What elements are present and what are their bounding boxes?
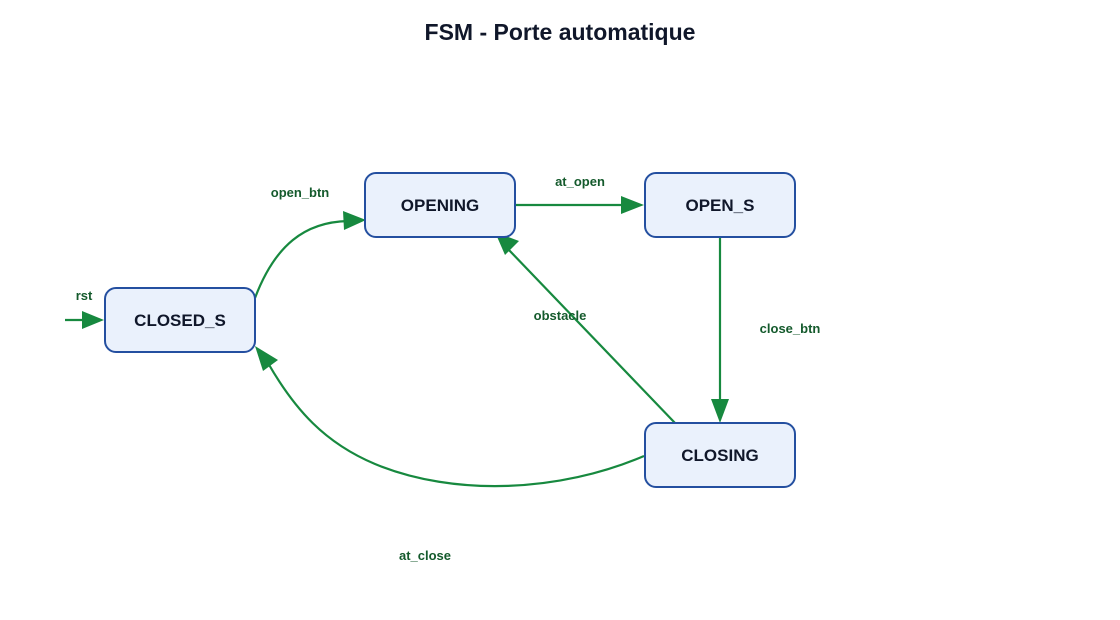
diagram-title: FSM - Porte automatique <box>424 19 696 45</box>
state-open-label: OPEN_S <box>686 196 755 215</box>
state-closing: CLOSING <box>644 422 796 488</box>
transition-reset: rst <box>65 288 104 329</box>
edge-label-open-btn: open_btn <box>271 185 330 200</box>
edge-open-btn-arrowhead <box>343 211 366 230</box>
transition-close-btn: close_btn <box>711 237 820 423</box>
edge-label-at-open: at_open <box>555 174 605 189</box>
transition-at-open: at_open <box>515 174 644 214</box>
edge-at-close-arrowhead <box>255 346 278 371</box>
edge-open-btn-path <box>253 219 349 299</box>
edge-close-btn-arrowhead <box>711 399 729 423</box>
edge-at-open-arrowhead <box>621 196 644 214</box>
transition-at-close: at_close <box>255 346 645 563</box>
transition-obstacle: obstacle <box>495 232 676 424</box>
state-closing-label: CLOSING <box>681 446 758 465</box>
edge-label-at-close: at_close <box>399 548 451 563</box>
edge-label-rst: rst <box>76 288 93 303</box>
state-closing-box <box>644 422 796 488</box>
state-opening: OPENING <box>364 172 516 238</box>
state-closed: CLOSED_S <box>104 287 256 353</box>
edge-obstacle-line <box>507 248 676 424</box>
state-open-box <box>644 172 796 238</box>
edge-label-close-btn: close_btn <box>760 321 821 336</box>
edge-reset-arrowhead <box>82 311 104 329</box>
state-open: OPEN_S <box>644 172 796 238</box>
state-closed-box <box>104 287 256 353</box>
state-opening-box <box>364 172 516 238</box>
edge-at-close-path <box>267 362 645 488</box>
state-closed-label: CLOSED_S <box>134 311 226 330</box>
transition-open-btn: open_btn <box>253 185 366 299</box>
state-opening-label: OPENING <box>401 196 479 215</box>
edge-label-obstacle: obstacle <box>534 308 587 323</box>
